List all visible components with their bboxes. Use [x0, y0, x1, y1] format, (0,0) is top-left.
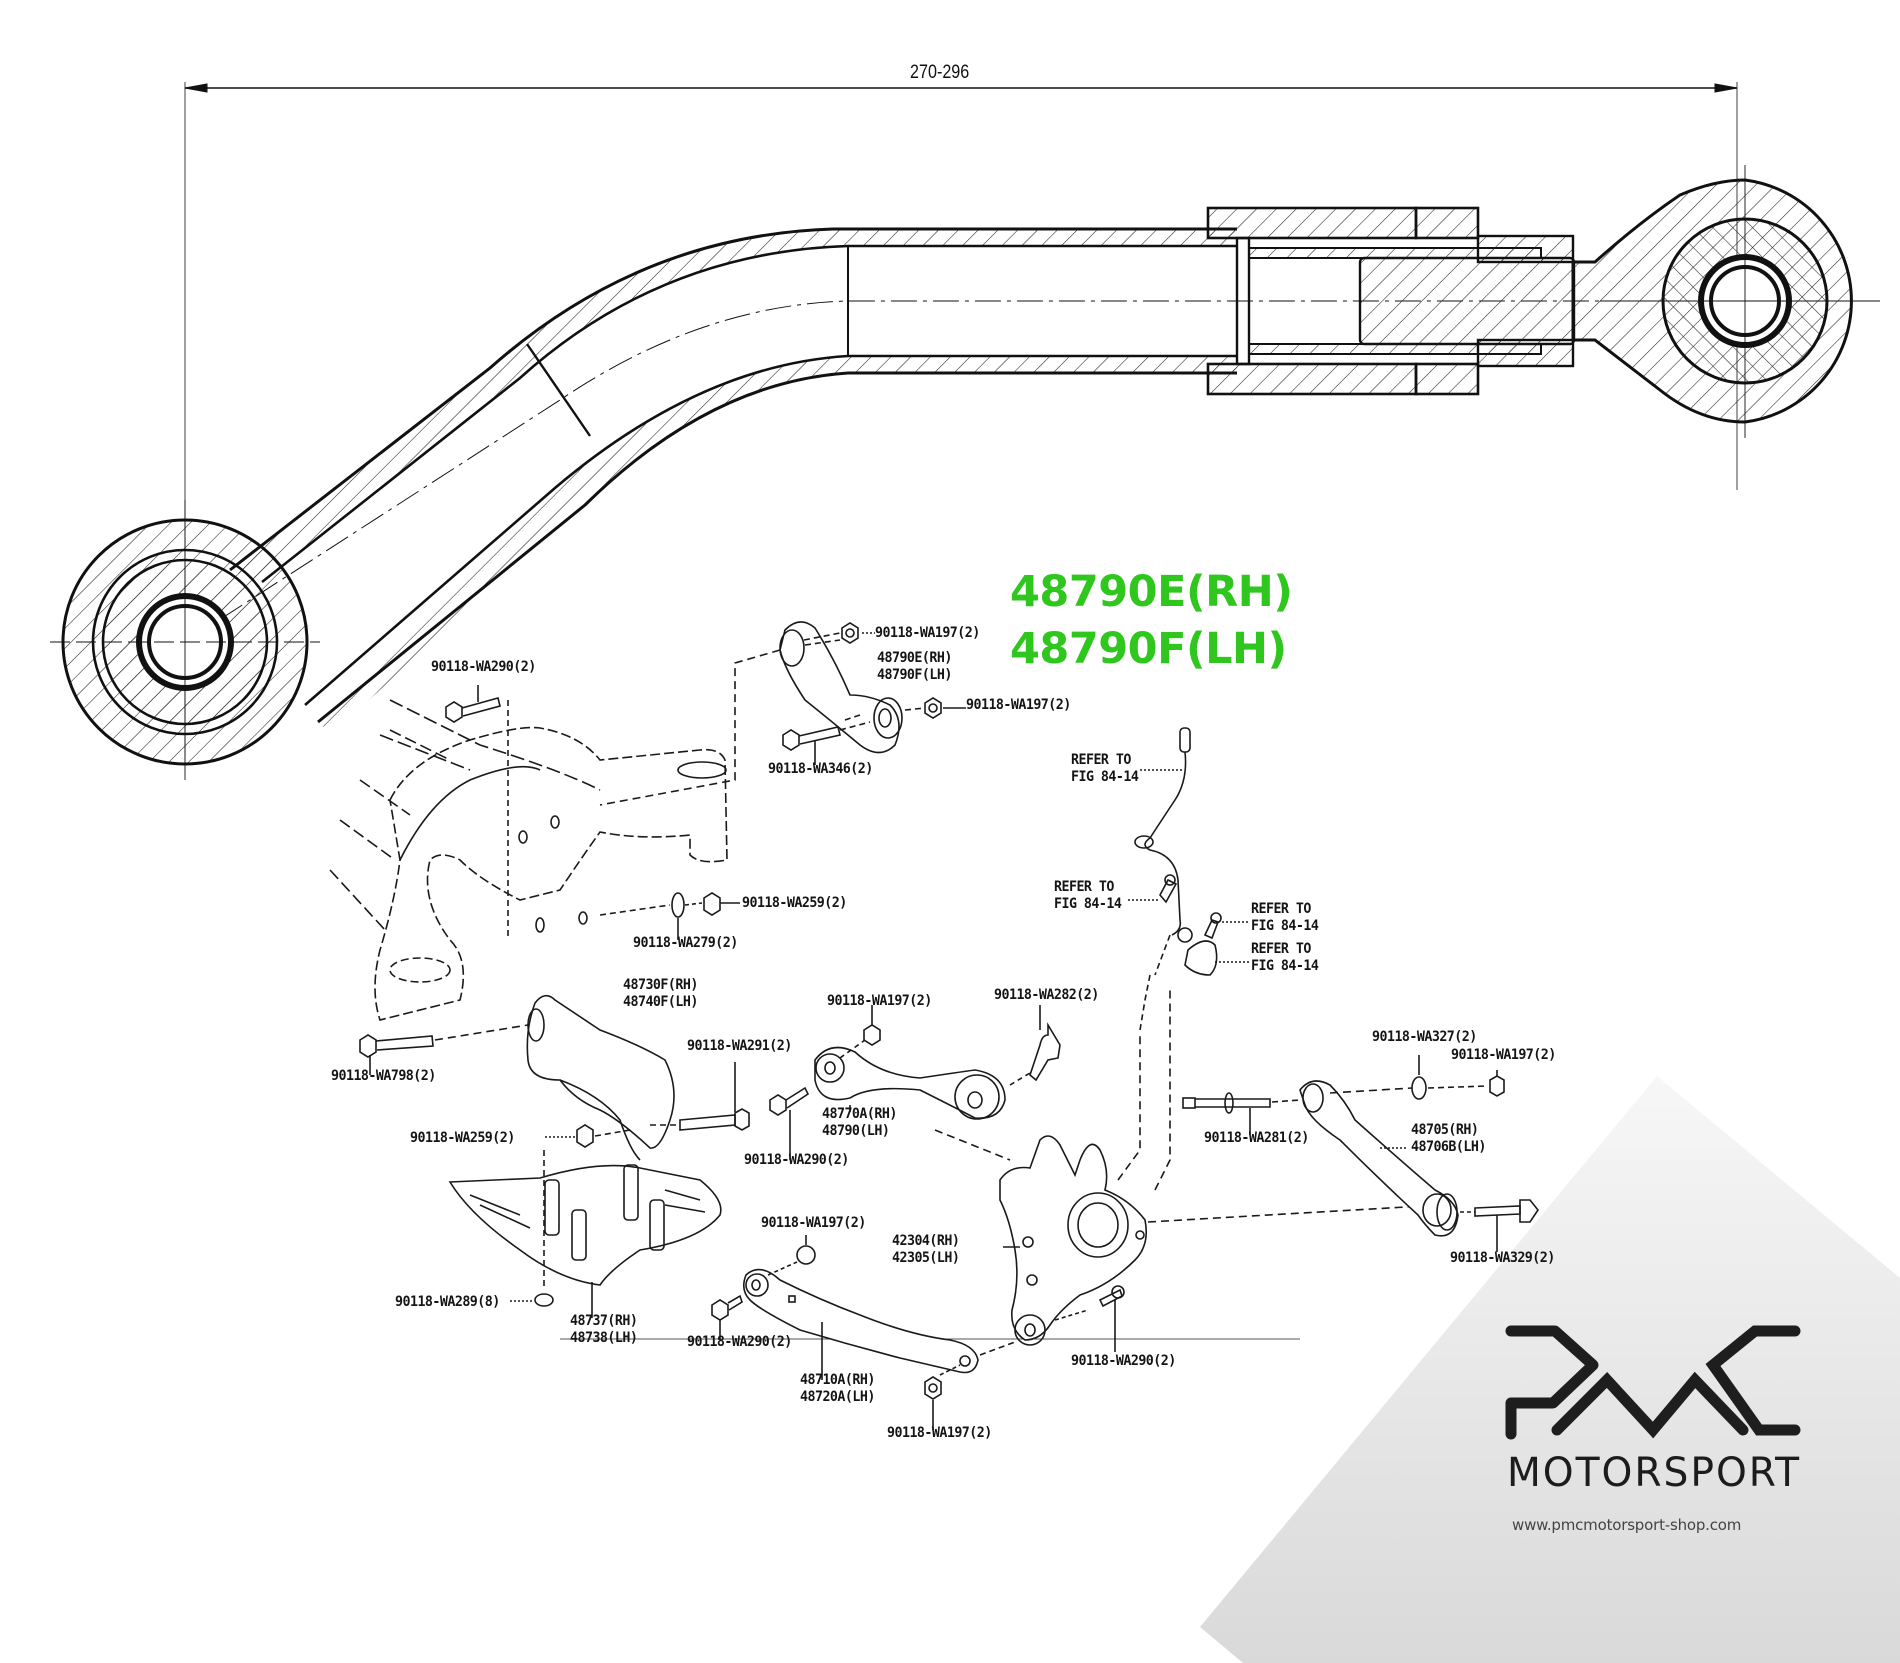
callout-nut-lower-arm-top: 90118-WA197(2)	[761, 1215, 866, 1231]
callout-bolt-upper-arm: 90118-WA346(2)	[768, 761, 873, 777]
clip-icon	[534, 1293, 554, 1307]
rod-end-right	[1571, 165, 1880, 438]
bolt-icon	[679, 1108, 750, 1131]
bolt-icon	[1474, 1199, 1539, 1223]
bolt-icon	[711, 1294, 743, 1321]
adjuster-nut	[1206, 206, 1576, 396]
callout-bolt-knuckle: 90118-WA290(2)	[1071, 1353, 1176, 1369]
washer-icon	[796, 1245, 816, 1265]
nut-icon	[1489, 1075, 1505, 1097]
callout-upper-arm[interactable]: 48790E(RH)48790F(LH)	[877, 650, 952, 683]
callout-toe-arm[interactable]: 48770A(RH)48790(LH)	[822, 1106, 897, 1139]
callout-nut-bracket: 90118-WA259(2)	[410, 1130, 515, 1146]
bolt-icon	[1098, 1285, 1125, 1308]
callout-nut-subframe: 90118-WA259(2)	[742, 895, 847, 911]
callout-nut-toe-arm: 90118-WA197(2)	[827, 993, 932, 1009]
callout-bolt-bracket: 90118-WA291(2)	[687, 1038, 792, 1054]
dimension-label: 270-296	[910, 62, 970, 83]
callout-washer-subframe: 90118-WA279(2)	[633, 935, 738, 951]
callout-bolt-lower-arm-inner: 90118-WA290(2)	[687, 1334, 792, 1350]
callout-lower-arm[interactable]: 48710A(RH)48720A(LH)	[800, 1372, 875, 1405]
bracket-part	[526, 994, 675, 1161]
callout-nut-upper-arm-bottom: 90118-WA197(2)	[966, 697, 1071, 713]
nut-icon	[924, 1376, 942, 1400]
highlight-part-rh: 48790E(RH)	[1010, 567, 1293, 617]
brand-name: MOTORSPORT	[1507, 1450, 1802, 1496]
tube-body	[184, 227, 1870, 735]
abs-sensor-part	[1134, 727, 1193, 1031]
bolt-icon	[1203, 912, 1222, 940]
brand-url[interactable]: www.pmcmotorsport-shop.com	[1512, 1516, 1742, 1534]
washer-icon	[1411, 1076, 1427, 1100]
brand-triangle	[1200, 1076, 1900, 1663]
callout-bolt-subframe-top: 90118-WA290(2)	[431, 659, 536, 675]
callout-trailing-arm[interactable]: 48705(RH)48706B(LH)	[1411, 1122, 1486, 1155]
callout-nut-lower-arm-bottom: 90118-WA197(2)	[887, 1425, 992, 1441]
nut-icon	[703, 892, 721, 916]
sensor-cover-icon	[1184, 940, 1218, 976]
bolt-icon	[1159, 874, 1178, 904]
bolt-icon	[359, 1034, 434, 1058]
callout-bolt-bracket-long: 90118-WA798(2)	[331, 1068, 436, 1084]
pmc-logo-icon	[1505, 1325, 1801, 1440]
callout-bolt-trailing-front: 90118-WA281(2)	[1204, 1130, 1309, 1146]
callout-clip-cover: 90118-WA289(8)	[395, 1294, 500, 1310]
callout-lower-arm-bracket: 48730F(RH)48740F(LH)	[623, 977, 698, 1010]
nut-icon	[576, 1124, 594, 1148]
knuckle-part[interactable]	[999, 1135, 1148, 1346]
callout-nut-trailing: 90118-WA197(2)	[1451, 1047, 1556, 1063]
bolt-icon	[782, 726, 841, 751]
highlight-part-lh: 48790F(LH)	[1010, 624, 1287, 674]
bolt-icon	[445, 697, 501, 723]
lower-arm-part[interactable]	[742, 1268, 979, 1374]
nut-icon	[841, 622, 942, 719]
callout-bolt-toe-arm-inner: 90118-WA290(2)	[744, 1152, 849, 1168]
under-cover-part	[448, 1164, 722, 1286]
toe-arm-part[interactable]	[814, 1046, 1006, 1120]
bolt-icon	[1029, 1022, 1061, 1082]
washer-icon	[671, 892, 685, 918]
callout-bolt-toe-arm-outer: 90118-WA282(2)	[994, 987, 1099, 1003]
bolt-icon	[1182, 1092, 1271, 1114]
bolt-icon	[769, 1086, 810, 1116]
subframe-part	[329, 699, 728, 1021]
callout-under-cover: 48737(RH)48738(LH)	[570, 1313, 638, 1346]
nut-icon	[863, 1024, 881, 1046]
bushing-left	[50, 500, 320, 780]
trailing-arm-part[interactable]	[1299, 1080, 1459, 1237]
callout-nut-upper-arm-top: 90118-WA197(2)	[875, 625, 980, 641]
upper-arm-part[interactable]	[779, 621, 903, 754]
callout-washer-trailing: 90118-WA327(2)	[1372, 1029, 1477, 1045]
callout-bolt-trailing-rear: 90118-WA329(2)	[1450, 1250, 1555, 1266]
callout-knuckle[interactable]: 42304(RH)42305(LH)	[892, 1233, 960, 1266]
